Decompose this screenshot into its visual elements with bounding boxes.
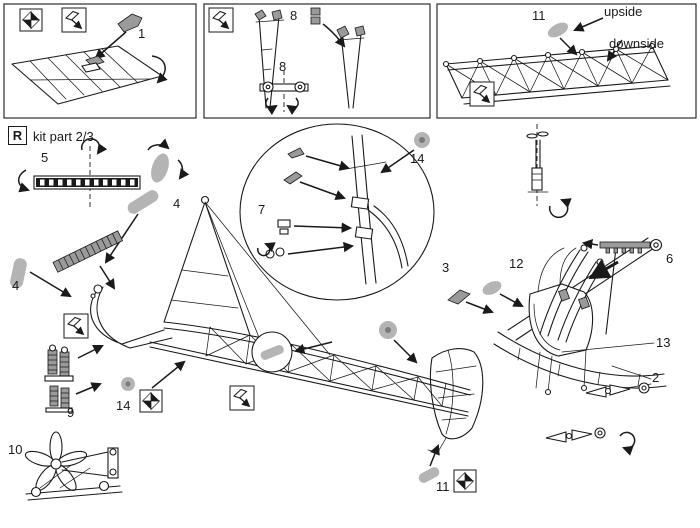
- checkered-part-icon: [453, 469, 477, 493]
- turnbuckle-parts: [545, 382, 650, 456]
- panel-top-left: [3, 3, 197, 119]
- part-callout-12: 12: [509, 256, 524, 271]
- control-column-part: [526, 124, 572, 219]
- part-callout-5: 5: [41, 150, 49, 165]
- part-9-guns: [44, 344, 104, 413]
- part-callout-11b: 11: [436, 479, 450, 494]
- photoetch-part-icon: [230, 386, 254, 410]
- detail-circle: [239, 123, 435, 301]
- part-4-upper: [104, 190, 159, 264]
- resin-part-14: [380, 132, 430, 174]
- lower-wing-drawing: [11, 45, 168, 105]
- right-strut-drawing: [336, 25, 366, 109]
- part-callout-6: 6: [666, 251, 674, 266]
- revision-marker: R: [8, 126, 27, 145]
- panel-top-middle: [203, 3, 431, 119]
- part-callout-8a: 8: [290, 8, 298, 23]
- part-callout-4a: 4: [173, 196, 181, 211]
- photoetch-part-icon: [62, 8, 86, 32]
- part-callout-14b: 14: [116, 398, 131, 413]
- part-10-engine: [24, 431, 123, 501]
- seat-assembly-drawing: [447, 237, 667, 396]
- resin-part-rotation: [147, 138, 190, 183]
- downside-label: downside: [609, 36, 664, 51]
- kit-part-label: kit part 2/3: [33, 129, 94, 144]
- part-callout-10: 10: [8, 442, 23, 457]
- checkered-part-icon: [19, 8, 43, 32]
- photoetch-part-icon: [64, 314, 88, 338]
- left-strut-drawing: [254, 9, 285, 109]
- part-callout-13: 13: [656, 335, 671, 350]
- part-6-comb: [581, 238, 663, 254]
- frame-highlight-circle: [251, 331, 333, 373]
- part-callout-8b: 8: [279, 59, 287, 74]
- part-callout-1: 1: [138, 26, 146, 41]
- resin-part-11: [547, 22, 569, 38]
- fuselage-frame-drawing: [90, 195, 484, 453]
- part-11-group: [418, 444, 477, 493]
- part-4-lower: [10, 258, 72, 298]
- checkered-part-icon: [139, 389, 163, 413]
- part-callout-2: 2: [652, 370, 660, 385]
- lattice-frame-drawing: [442, 42, 671, 105]
- upside-label: upside: [604, 4, 643, 19]
- photoetch-part-icon: [470, 82, 494, 106]
- comb-strip: [52, 230, 124, 273]
- part-5-strip: [18, 137, 141, 210]
- part-1-drawing: [94, 13, 143, 60]
- part-callout-7: 7: [258, 202, 266, 217]
- panel-top-right: [436, 3, 697, 119]
- tail-fin-drawing: [427, 348, 484, 453]
- resin-grommet: [379, 321, 418, 364]
- part-callout-9: 9: [67, 405, 75, 420]
- part-callout-3: 3: [442, 260, 450, 275]
- part-callout-11a: 11: [532, 8, 546, 23]
- part-callout-14a: 14: [410, 151, 425, 166]
- part-8-assembly: [259, 70, 309, 116]
- photoetch-part-icon: [209, 8, 233, 32]
- part-14-group: [121, 360, 186, 413]
- part-callout-4b: 4: [12, 278, 20, 293]
